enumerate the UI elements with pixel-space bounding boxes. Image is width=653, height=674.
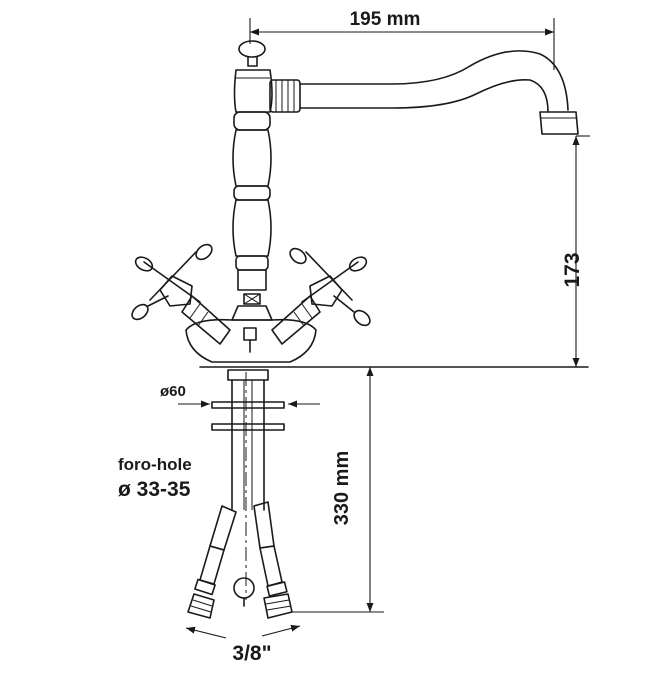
dimension-height <box>572 135 590 367</box>
dimension-hose-length <box>290 367 384 613</box>
right-cross-handle <box>271 247 371 345</box>
base-diameter-label: ø60 <box>160 383 186 400</box>
mounting-assembly <box>211 369 285 600</box>
dimension-connection <box>185 624 301 639</box>
hole-size-label: ø 33-35 <box>118 478 191 501</box>
faucet-body <box>185 40 317 363</box>
hose-length-label: 330 mm <box>331 451 353 526</box>
spout <box>299 50 579 135</box>
centre-rod-end <box>233 577 255 607</box>
dimension-reach <box>249 18 555 70</box>
reach-label: 195 mm <box>350 9 421 30</box>
hole-label: foro-hole <box>118 455 192 474</box>
height-label: 173 <box>561 252 584 287</box>
right-flex-hose <box>253 501 293 619</box>
left-flex-hose <box>187 505 237 619</box>
left-cross-handle <box>131 243 231 345</box>
connection-label: 3/8" <box>232 642 271 665</box>
